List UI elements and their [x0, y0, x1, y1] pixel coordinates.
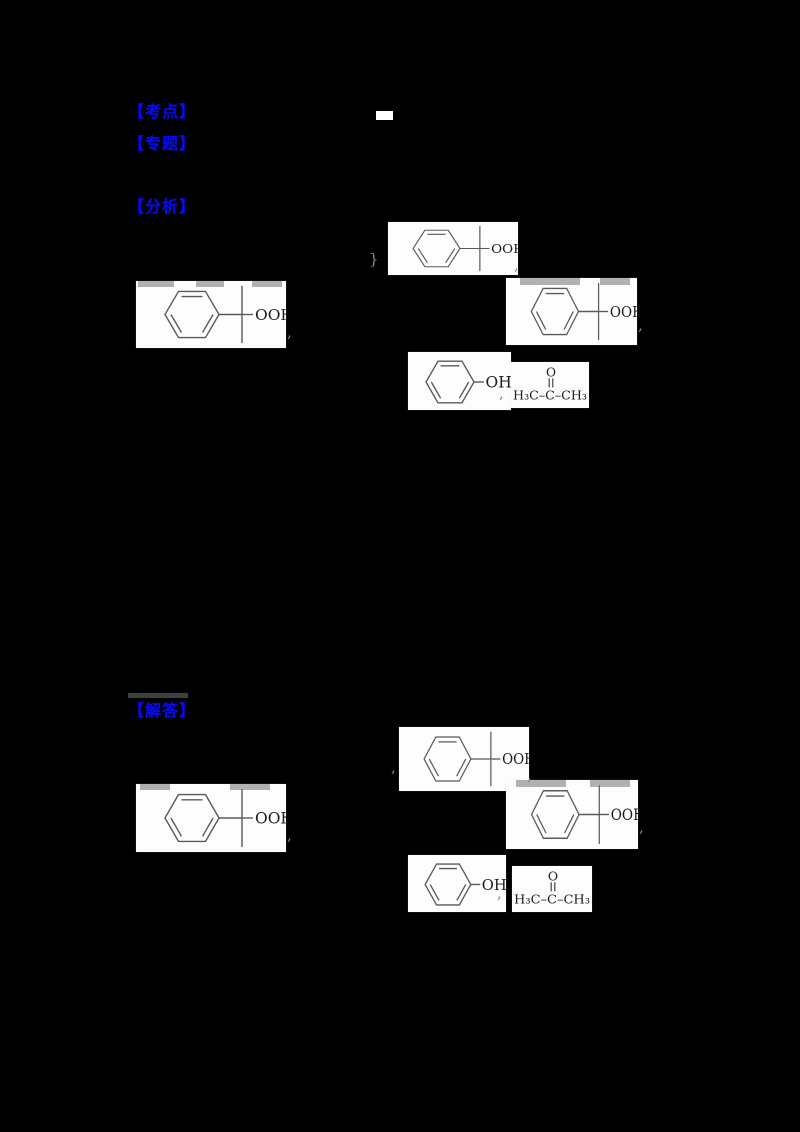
quaternary-carbon-bonds	[219, 789, 253, 847]
acetone-skeleton-label: H₃C–C–CH₃	[513, 387, 587, 402]
smudge-artifact	[196, 281, 224, 287]
structure-phenol: OH	[408, 352, 511, 410]
ooh-group-label: OOH	[611, 806, 638, 824]
smudge-artifact	[140, 784, 170, 790]
carbonyl-oxygen-label: O	[546, 365, 556, 379]
benzene-ring	[530, 287, 580, 336]
benzene-ring	[164, 290, 220, 339]
ooh-group-label: OOH	[255, 306, 286, 324]
structure-cumene-hydroperoxide-left: OOH	[136, 281, 286, 348]
smudge-artifact	[516, 780, 566, 787]
punctuation-brace: }	[369, 250, 379, 268]
punctuation-comma: ,	[638, 316, 643, 334]
phenol-drawing: OH	[424, 863, 506, 906]
punctuation-comma: ,	[639, 818, 644, 836]
oh-group-label: OH	[486, 374, 512, 392]
carbonyl-oxygen-label: O	[548, 870, 558, 884]
structure-acetone-2: O H₃C–C–CH₃	[512, 866, 592, 912]
punctuation-comma: ,	[287, 323, 292, 341]
quaternary-carbon-bonds	[578, 282, 609, 341]
ooh-group-label: OOH	[502, 752, 529, 769]
structure-acetone: O H₃C–C–CH₃	[511, 362, 589, 408]
quaternary-carbon-bonds	[219, 285, 253, 344]
label-solution: 【解答】	[128, 703, 197, 720]
label-analysis: 【分析】	[128, 199, 197, 216]
smudge-artifact	[230, 784, 270, 790]
smudge-artifact	[600, 278, 630, 285]
structure-cumene-hydroperoxide-right-2: OOH	[506, 780, 638, 849]
benzene-ring	[164, 793, 220, 843]
label-topic: 【专题】	[128, 136, 197, 153]
smudge-artifact	[590, 780, 630, 787]
structure-cumene-hydroperoxide-left-2: OOH	[136, 784, 286, 852]
punctuation-comma: ,	[499, 384, 504, 402]
benzene-ring	[412, 229, 461, 268]
benzene-ring	[423, 736, 472, 782]
smudge-artifact	[128, 693, 188, 698]
acetone-skeleton-label: H₃C–C–CH₃	[514, 893, 590, 908]
ooh-group-label: OOH	[610, 304, 637, 321]
quaternary-carbon-bonds	[470, 731, 501, 787]
phenol-drawing: OH	[425, 360, 512, 404]
cumene-hydroperoxide-drawing: OOH	[530, 785, 638, 844]
ooh-group-label: OOH	[255, 810, 286, 828]
carbonyl-double-bond	[548, 378, 554, 388]
cumene-hydroperoxide-drawing: OOH	[412, 225, 518, 272]
structure-cumene-hydroperoxide-right: OOH	[506, 278, 637, 345]
acetone-drawing: O H₃C–C–CH₃	[514, 870, 590, 908]
smudge-artifact	[520, 278, 580, 285]
punctuation-comma: ,	[391, 758, 396, 776]
benzene-ring	[530, 790, 580, 839]
acetone-drawing: O H₃C–C–CH₃	[513, 365, 587, 402]
benzene-ring	[425, 360, 475, 404]
punctuation-comma: ,	[527, 766, 532, 784]
punctuation-comma: ,	[287, 826, 292, 844]
oh-group-label: OH	[482, 876, 506, 894]
smudge-artifact	[252, 281, 282, 287]
white-dash-artifact	[376, 111, 393, 120]
benzene-ring	[424, 863, 472, 906]
ooh-group-label: OOH	[491, 242, 518, 256]
label-test-points: 【考点】	[128, 104, 197, 121]
quaternary-carbon-bonds	[579, 785, 609, 844]
cumene-hydroperoxide-drawing: OOH	[164, 285, 286, 344]
punctuation-comma: ,	[497, 884, 502, 902]
quaternary-carbon-bonds	[459, 225, 490, 272]
carbonyl-double-bond	[550, 882, 556, 892]
cumene-hydroperoxide-drawing: OOH	[530, 282, 637, 341]
structure-cumene-hydroperoxide-top-center: OOH	[388, 222, 518, 275]
cumene-hydroperoxide-drawing: OOH	[164, 789, 286, 847]
structure-phenol-2: OH	[408, 855, 506, 912]
smudge-artifact	[138, 281, 174, 287]
cumene-hydroperoxide-drawing: OOH	[423, 731, 529, 787]
punctuation-comma: ,	[514, 256, 519, 274]
